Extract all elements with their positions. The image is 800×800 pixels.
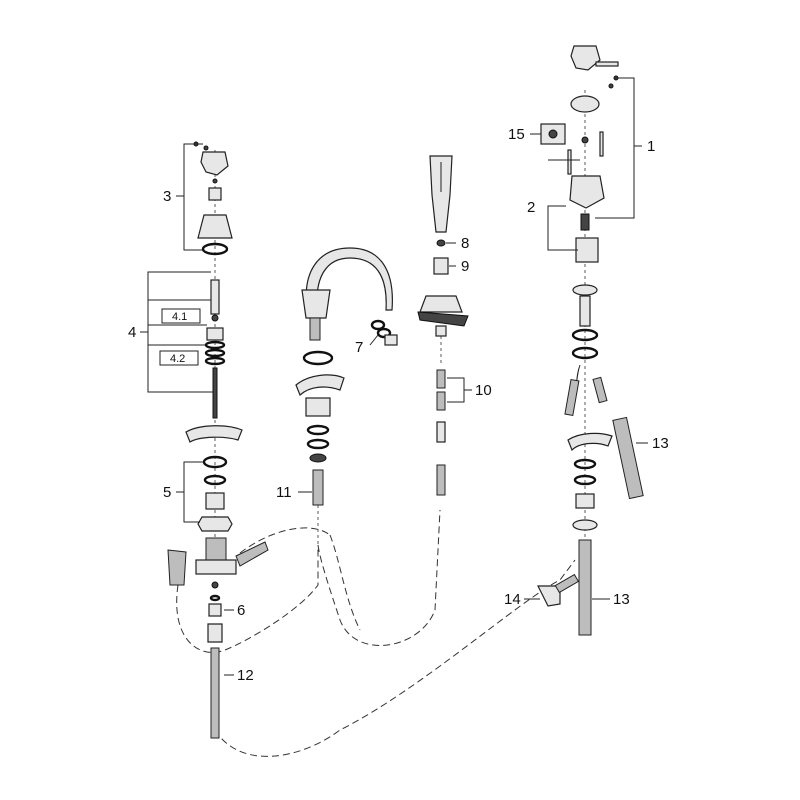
right-cartridge xyxy=(575,237,599,263)
left-supply-hose xyxy=(210,647,220,739)
shower-holder-nut xyxy=(433,257,449,275)
hose-route-lines xyxy=(176,509,576,757)
left-spindle-rod xyxy=(212,367,218,419)
shower-hose-weight-1 xyxy=(436,369,446,389)
right-supply-hose-13a xyxy=(612,416,644,500)
left-washer-2 xyxy=(203,474,227,486)
left-valve-group xyxy=(167,141,269,739)
callout-13-upper: 13 xyxy=(652,435,669,452)
spout-o-ring xyxy=(302,350,334,366)
callout-4-1: 4.1 xyxy=(172,311,187,323)
callout-1: 1 xyxy=(647,138,655,155)
spout-threaded-rod xyxy=(312,469,324,506)
left-escutcheon xyxy=(185,425,243,443)
left-cap xyxy=(197,214,233,239)
right-supply-hose-13b xyxy=(578,539,592,636)
hand-shower-group xyxy=(417,155,469,496)
leader-lines xyxy=(140,77,648,676)
left-o-ring xyxy=(201,242,229,256)
callout-15: 15 xyxy=(508,126,525,143)
spout xyxy=(305,247,393,316)
spout-spacer xyxy=(305,397,331,417)
right-handle xyxy=(570,45,601,71)
right-cap xyxy=(570,95,600,113)
right-hose-1 xyxy=(564,378,580,417)
right-elbow xyxy=(537,585,561,607)
left-spindle-top xyxy=(210,279,220,315)
left-handle xyxy=(200,151,229,176)
spout-shank xyxy=(309,317,321,341)
callout-7: 7 xyxy=(355,339,363,356)
callout-10: 10 xyxy=(475,382,492,399)
callout-3: 3 xyxy=(163,188,171,205)
callout-12: 12 xyxy=(237,667,254,684)
left-inlet-connector xyxy=(235,541,269,567)
callout-5: 5 xyxy=(163,484,171,501)
left-nut xyxy=(197,516,233,532)
left-fitting xyxy=(208,603,222,617)
left-nut-lower xyxy=(207,623,223,643)
left-cartridge xyxy=(206,327,224,341)
callout-8: 8 xyxy=(461,235,469,252)
spout-escutcheon xyxy=(295,374,345,397)
aerator xyxy=(384,334,398,346)
shower-hose-weight-2 xyxy=(436,391,446,411)
left-adapter xyxy=(208,187,222,201)
callout-14: 14 xyxy=(504,591,521,608)
callout-2: 2 xyxy=(527,199,535,216)
callout-labels: 1 2 3 4 4.1 4.2 5 6 7 8 9 10 11 12 13 13… xyxy=(128,126,669,684)
callout-13-lower: 13 xyxy=(613,591,630,608)
left-spacer xyxy=(205,492,225,510)
shower-holder xyxy=(419,295,463,313)
right-escutcheon xyxy=(567,432,613,452)
right-hose-2 xyxy=(592,376,608,404)
right-valve-group xyxy=(537,45,644,636)
callout-9: 9 xyxy=(461,258,469,275)
left-valve-body xyxy=(195,559,237,575)
spout-group xyxy=(295,247,398,545)
callout-4-2: 4.2 xyxy=(170,353,185,365)
callout-11: 11 xyxy=(276,484,292,501)
callout-4: 4 xyxy=(128,324,136,341)
right-sleeve xyxy=(569,175,605,209)
hand-shower xyxy=(429,155,453,233)
left-elbow xyxy=(167,549,187,586)
shower-hose-end xyxy=(436,464,446,496)
callout-6: 6 xyxy=(237,602,245,619)
